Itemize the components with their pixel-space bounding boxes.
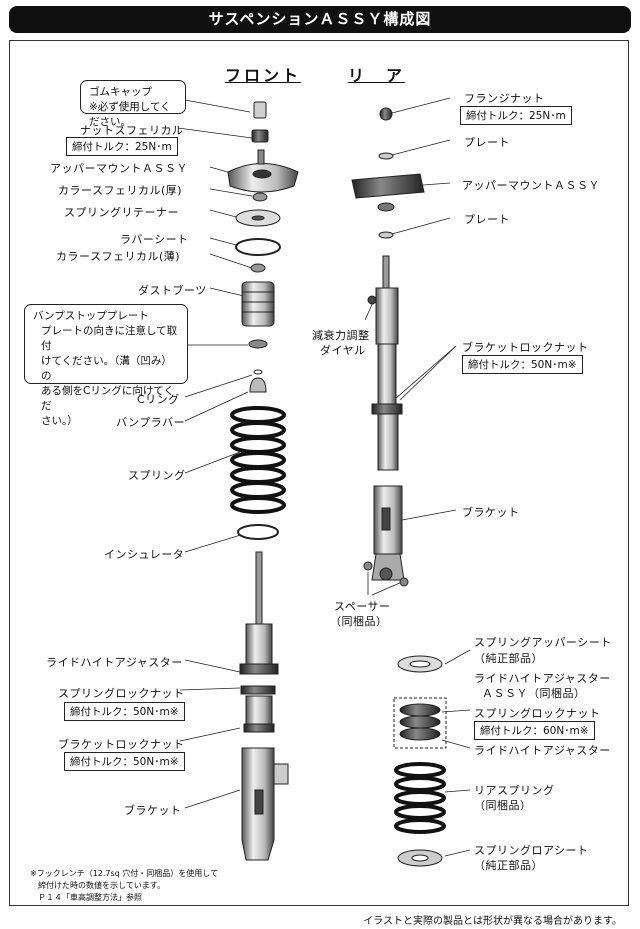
plate-top-label: プレート bbox=[464, 136, 510, 149]
rear-adjuster-assy-label: ライドハイトアジャスター bbox=[474, 672, 611, 685]
rear-upper-mount-label: アッパーマウントＡＳＳＹ bbox=[462, 179, 600, 192]
bump-rubber bbox=[249, 377, 267, 393]
rear-rod bbox=[382, 255, 390, 293]
plate-bottom-label: プレート bbox=[464, 213, 510, 226]
front-heading: フロント bbox=[225, 66, 302, 85]
footnote-line: Ｐ１４「車高調整方法」参照 bbox=[38, 893, 142, 902]
plate-bottom bbox=[378, 231, 394, 239]
rear-shell bbox=[375, 287, 399, 345]
rear-spring-note: （同梱品） bbox=[474, 799, 532, 812]
spring-lock-nut-label: スプリングロックナット bbox=[58, 687, 185, 700]
bump-plate-line: けてください。（溝（凹み）の bbox=[41, 355, 172, 382]
nut-torque-box: 締付トルク：25N･m bbox=[66, 137, 178, 156]
rear-ride-height-adjuster-label: ライドハイトアジャスター bbox=[474, 744, 611, 757]
gom-cap-label: ゴムキャップ bbox=[89, 86, 152, 98]
rear-spring-label: リアスプリング bbox=[474, 784, 555, 797]
c-ring-label: Cリング bbox=[137, 393, 180, 406]
flange-nut-label: フランジナット bbox=[464, 92, 545, 105]
spacer-right bbox=[399, 577, 409, 587]
rear-bracket-lock-nut-label: ブラケットロックナット bbox=[462, 341, 589, 354]
bump-plate-title: バンプストッププレート bbox=[33, 310, 149, 322]
damping-dial bbox=[367, 295, 377, 305]
leader-lines bbox=[177, 97, 471, 857]
bump-plate-line: さい。） bbox=[41, 415, 78, 427]
footnote: ※フックレンチ（12.7sq 穴付・同梱品）を使用して 締付けた時の数値を示して… bbox=[30, 868, 218, 904]
gom-cap-callout: ゴムキャップ ※必ず使用してください。 bbox=[80, 80, 186, 128]
collar-thick bbox=[252, 192, 268, 202]
spring-upper-seat-note: （純正部品） bbox=[474, 652, 543, 665]
bump-rubber-label: バンプラバー bbox=[116, 416, 186, 429]
rubber-sheet-label: ラバーシート bbox=[120, 233, 189, 246]
footnote-line: ※フックレンチ（12.7sq 穴付・同梱品）を使用して bbox=[30, 869, 219, 878]
bump-plate-line: プレートの向きに注意して取付 bbox=[41, 325, 178, 352]
rear-adjuster-assy-label-2: ＡＳＳＹ（同梱品） bbox=[482, 687, 586, 700]
bump-stop-plate bbox=[248, 339, 268, 349]
bracket-lock-torque-box: 締付トルク：50N･m※ bbox=[64, 752, 185, 771]
front-shell bbox=[245, 623, 273, 671]
spacer-left bbox=[363, 561, 373, 571]
collar-thin bbox=[250, 263, 266, 273]
spring-lock-torque-box: 締付トルク：50N･m※ bbox=[64, 702, 185, 721]
insulator bbox=[237, 524, 279, 540]
disclaimer: イラストと実際の製品とは形状が異なる場合があります。 bbox=[363, 916, 622, 927]
front-assembly bbox=[227, 101, 299, 861]
front-bracket-label: ブラケット bbox=[124, 804, 182, 817]
rear-spring-lock-torque-box: 締付トルク：60N･m※ bbox=[474, 721, 595, 740]
gom-cap-note: ※必ず使用してください。 bbox=[89, 101, 171, 128]
dust-boots bbox=[241, 281, 275, 327]
rear-assembly bbox=[351, 107, 447, 867]
front-spring bbox=[230, 406, 286, 514]
damping-dial-label-2: ダイヤル bbox=[320, 344, 366, 357]
bump-plate-callout: バンプストッププレート プレートの向きに注意して取付 けてください。（溝（凹み）… bbox=[24, 304, 188, 427]
rubber-sheet bbox=[235, 238, 281, 256]
spring-lower-seat-label: スプリングロアシート bbox=[474, 844, 589, 857]
nut-spherical-label: ナットスフェリカル bbox=[80, 124, 184, 137]
upper-mount-label: アッパーマウントＡＳＳＹ bbox=[50, 162, 188, 175]
spring-lock-nut bbox=[240, 685, 276, 695]
piston-rod bbox=[255, 551, 263, 625]
c-ring bbox=[253, 369, 263, 375]
spring-retainer-label: スプリングリテーナー bbox=[64, 206, 179, 219]
rear-bracket bbox=[373, 485, 403, 555]
rear-adjuster bbox=[399, 703, 441, 741]
rear-spring bbox=[394, 762, 446, 834]
spacer-label: スペーサー bbox=[334, 600, 391, 613]
flange-nut bbox=[379, 107, 393, 121]
spherical-nut bbox=[251, 129, 269, 143]
bracket-lock-nut bbox=[243, 723, 275, 733]
insulator-label: インシュレータ bbox=[104, 548, 185, 561]
footnote-line: 締付けた時の数値を示しています。 bbox=[38, 881, 165, 890]
spring-label: スプリング bbox=[128, 469, 186, 482]
rear-bracket-lock-torque-box: 締付トルク：50N･m※ bbox=[462, 355, 583, 374]
bump-plate-line: ある側をCリングに向けてくだ bbox=[41, 385, 175, 412]
flange-torque-box: 締付トルク：25N･m bbox=[460, 106, 572, 125]
collar-thick-label: カラースフェリカル(厚) bbox=[58, 184, 183, 197]
page-title: サスペンションＡＳＳＹ構成図 bbox=[9, 6, 631, 33]
damping-dial-label: 減衰力調整 bbox=[312, 329, 370, 342]
plate-top bbox=[378, 152, 394, 160]
ride-height-adjuster-label: ライドハイトアジャスター bbox=[46, 656, 183, 669]
dust-boots-label: ダストブーツ bbox=[138, 284, 207, 297]
adjuster-assy-box bbox=[393, 697, 447, 749]
rear-upper-mount bbox=[351, 173, 425, 199]
spring-lower-seat-note: （純正部品） bbox=[474, 859, 543, 872]
spring-upper-seat-label: スプリングアッパーシート bbox=[474, 636, 612, 649]
rear-spring-lock-nut-label: スプリングロックナット bbox=[474, 707, 601, 720]
ride-height-adjuster bbox=[239, 663, 279, 675]
spacer-note: （同梱品） bbox=[330, 615, 388, 628]
diagram-frame bbox=[9, 40, 629, 906]
collar-thin-label: カラースフェリカル(薄) bbox=[56, 250, 181, 263]
rear-bracket-label: ブラケット bbox=[462, 506, 520, 519]
rubber-cap bbox=[253, 101, 267, 119]
rear-bracket-lock-nut bbox=[371, 403, 403, 415]
bracket-lock-nut-label: ブラケットロックナット bbox=[58, 738, 185, 751]
rear-heading: リ ア bbox=[348, 66, 406, 85]
